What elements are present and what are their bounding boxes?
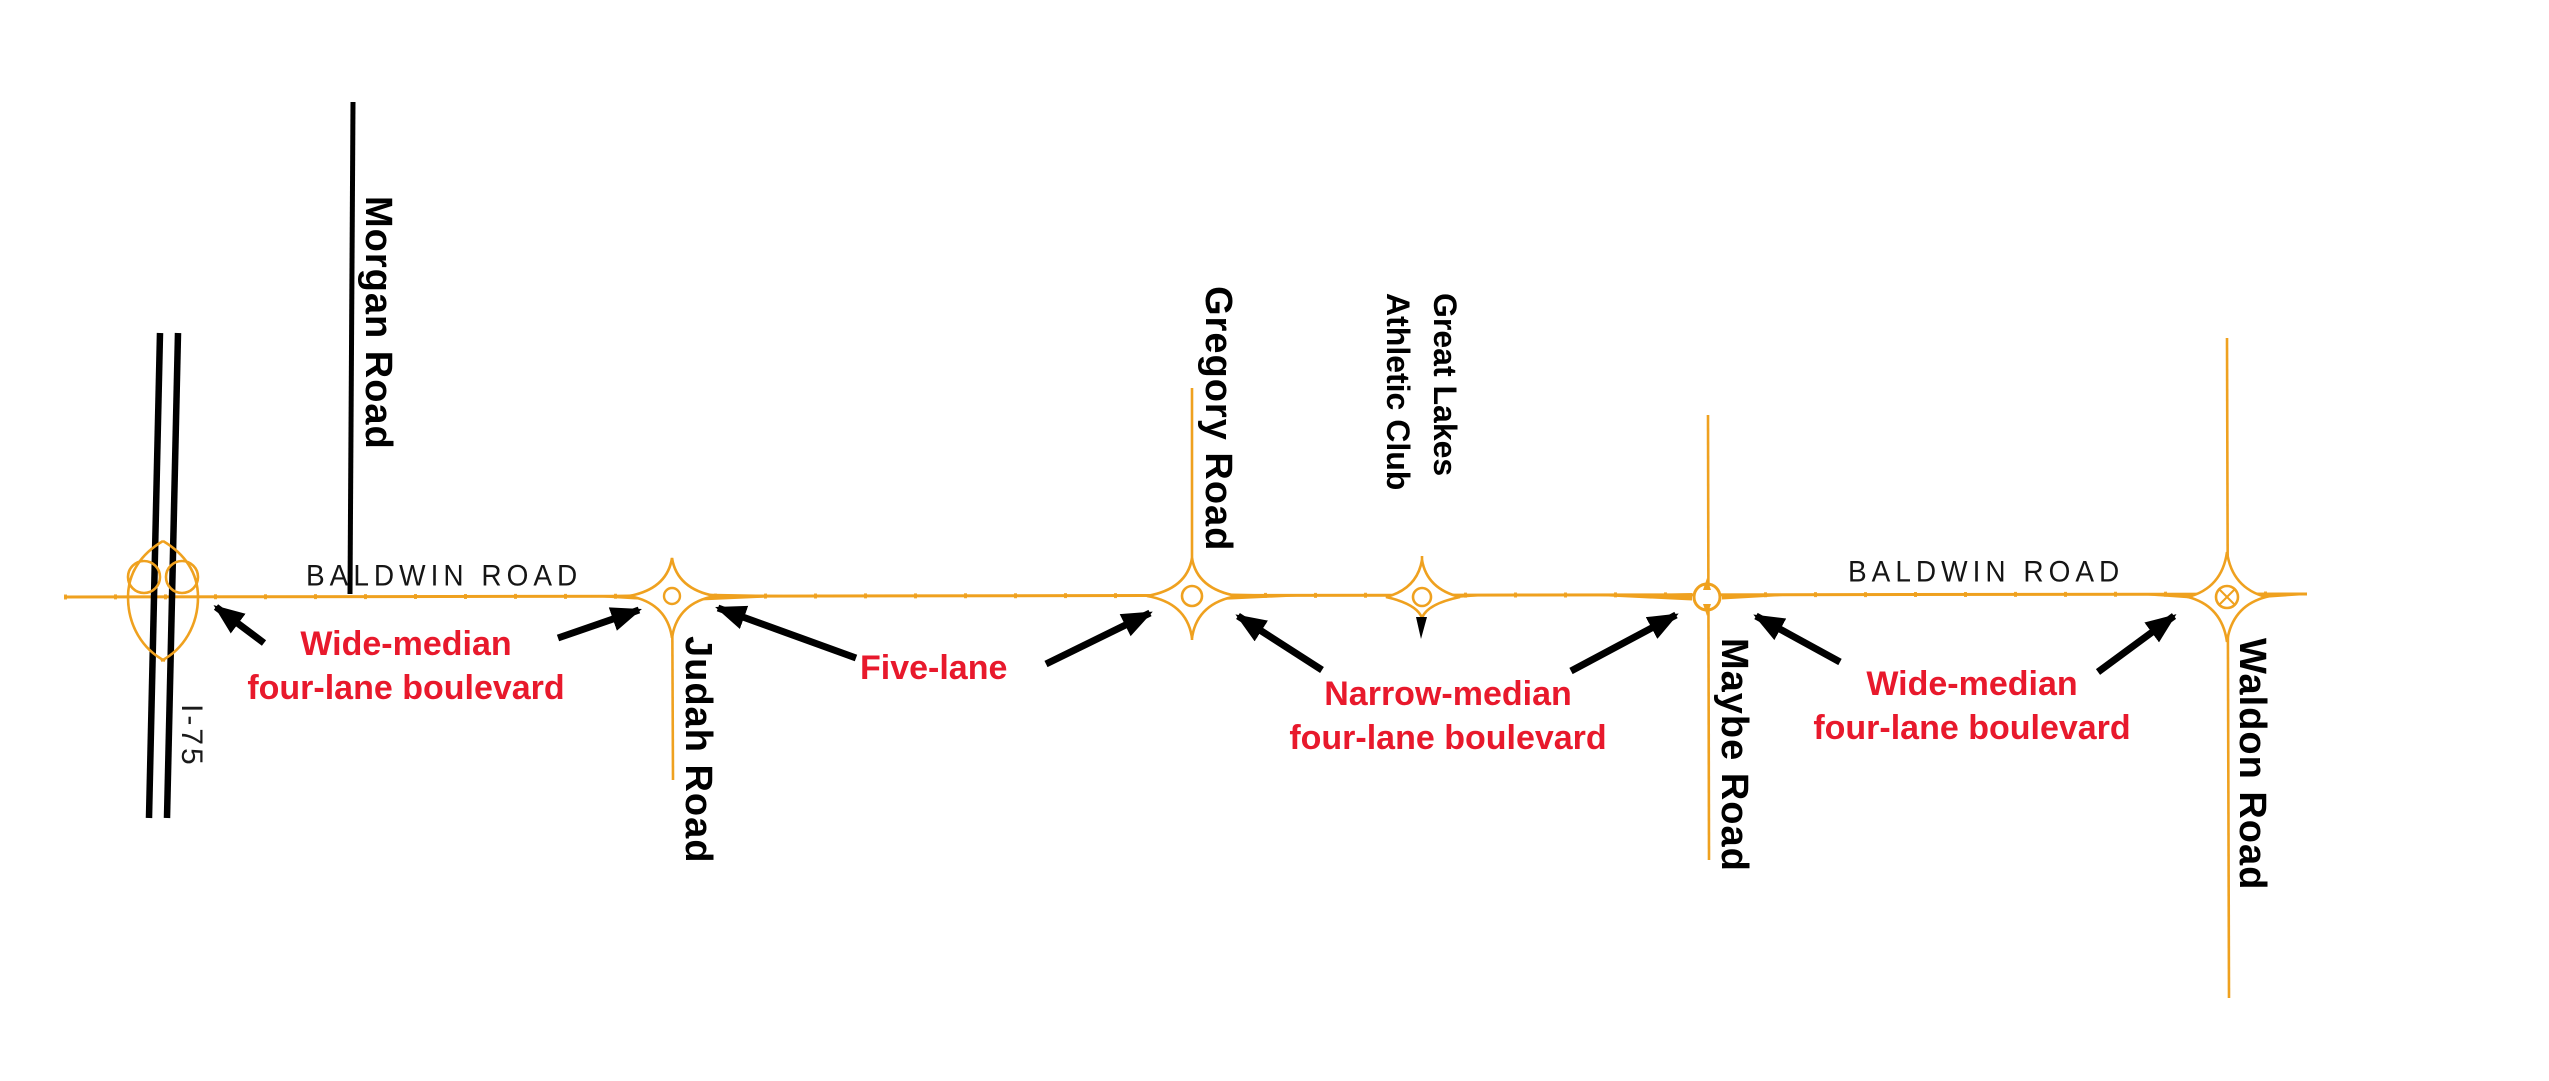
arrow-to-maybe-east: [1753, 612, 1842, 666]
judah-road-intersection: [628, 557, 716, 781]
judah-road-label: Judah Road: [677, 636, 719, 864]
annotation-line: Narrow-median: [1324, 675, 1572, 713]
annotation-line: four-lane boulevard: [1813, 709, 2131, 747]
i75-freeway-lines: [145, 332, 182, 819]
annotation-arrows: [213, 604, 2177, 675]
annotation-narrow-median: Narrow-median four-lane boulevard: [1258, 672, 1638, 760]
arrow-to-waldon: [2095, 613, 2177, 675]
maybe-road-intersection: [1692, 414, 1722, 861]
annotation-wide-median-west: Wide-median four-lane boulevard: [216, 622, 596, 710]
arrow-to-gregory-west: [1044, 609, 1153, 668]
arrow-to-judah-east: [715, 604, 858, 662]
maybe-road-label: Maybe Road: [1713, 638, 1755, 872]
athletic-club-label: Great Lakes Athletic Club: [1374, 293, 1468, 490]
waldon-road-label: Waldon Road: [2231, 638, 2273, 891]
morgan-road-label: Morgan Road: [357, 196, 399, 450]
athletic-club-intersection: [1385, 556, 1461, 639]
baldwin-road-label-west: BALDWIN ROAD: [306, 559, 583, 592]
annotation-line: Wide-median: [1866, 665, 2078, 703]
arrow-to-maybe-west: [1569, 611, 1679, 675]
arrow-to-interchange: [213, 604, 267, 646]
gregory-road-intersection: [1146, 388, 1238, 640]
annotation-line: four-lane boulevard: [247, 669, 565, 707]
driveway-tick: [1416, 617, 1427, 639]
athletic-club-label-line1: Great Lakes: [1427, 293, 1463, 477]
annotation-five-lane: Five-lane: [860, 649, 1008, 687]
i75-label: I-75: [175, 704, 208, 768]
morgan-road-line: [347, 101, 356, 595]
arrow-to-judah-west: [556, 606, 642, 642]
baldwin-road-label-east: BALDWIN ROAD: [1848, 555, 2125, 588]
arrow-to-gregory-east: [1235, 613, 1324, 673]
annotation-line: Wide-median: [300, 625, 512, 663]
i75-interchange: [126, 539, 200, 663]
waldon-road-intersection: [2182, 337, 2272, 999]
athletic-club-label-line2: Athletic Club: [1380, 293, 1416, 491]
annotation-line: four-lane boulevard: [1289, 719, 1607, 757]
gregory-road-label: Gregory Road: [1197, 286, 1239, 552]
annotation-wide-median-east: Wide-median four-lane boulevard: [1782, 662, 2162, 750]
